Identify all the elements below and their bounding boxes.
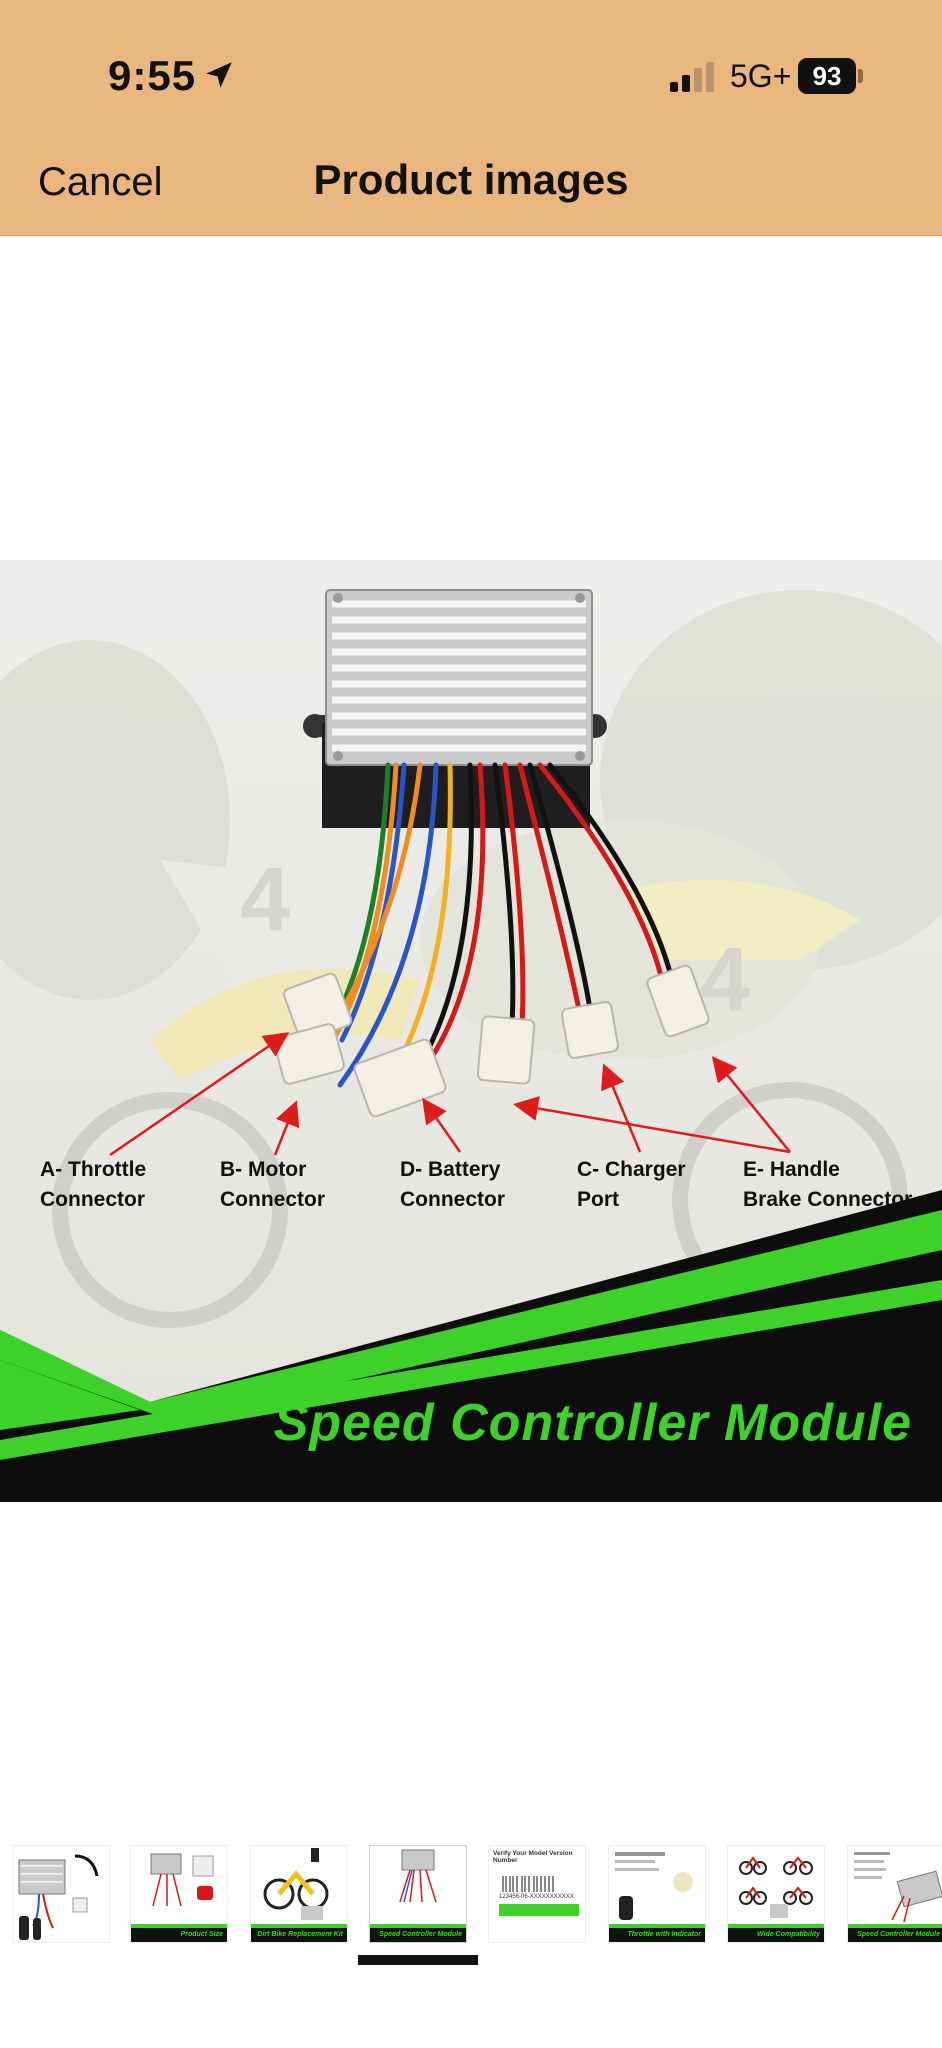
thumbnail-8[interactable]: Speed Controller Module	[847, 1845, 942, 1943]
page-title: Product images	[313, 156, 629, 203]
thumbnail-strip[interactable]: Product Size Dirt Bike Replacement Kit S…	[0, 1845, 942, 1945]
cancel-button[interactable]: Cancel	[38, 160, 163, 204]
svg-text:4: 4	[240, 850, 290, 950]
cellular-signal-icon	[670, 62, 714, 92]
thumbnail-caption: Wide Compatibility	[728, 1924, 824, 1942]
thumbnail-1[interactable]	[12, 1845, 110, 1943]
location-arrow-icon	[206, 62, 232, 88]
thumbnail-4[interactable]: Speed Controller Module	[369, 1845, 467, 1943]
thumbnail-caption: Throttle with Indicator Lights	[609, 1924, 705, 1942]
main-product-image[interactable]: 4 4	[0, 560, 942, 1502]
thumbnail-6[interactable]: Throttle with Indicator Lights	[608, 1845, 706, 1943]
banner-title: Speed Controller Module	[273, 1394, 912, 1452]
battery-level: 93	[798, 58, 856, 94]
status-time: 9:55	[108, 52, 197, 99]
thumbnail-5[interactable]: Verify Your Model Version Number 123456-…	[488, 1845, 586, 1943]
speed-controller-illustration: 4 4	[0, 560, 942, 1502]
navigation-header: 9:55 5G+ 93 Cancel Product images	[0, 0, 942, 236]
thumbnail-caption: Speed Controller Module	[370, 1924, 466, 1942]
battery-icon: 93	[798, 58, 864, 94]
thumbnail-caption: Product Size	[131, 1924, 227, 1942]
thumbnail-3[interactable]: Dirt Bike Replacement Kit	[250, 1845, 348, 1943]
network-type: 5G+	[730, 58, 792, 94]
thumbnail-2[interactable]: Product Size	[130, 1845, 228, 1943]
selected-thumbnail-indicator	[358, 1955, 478, 1965]
thumbnail-caption: Speed Controller Module	[848, 1924, 942, 1942]
thumbnail-7[interactable]: Wide Compatibility	[727, 1845, 825, 1943]
thumbnail-caption: Dirt Bike Replacement Kit	[251, 1924, 347, 1942]
svg-text:4: 4	[700, 930, 750, 1030]
